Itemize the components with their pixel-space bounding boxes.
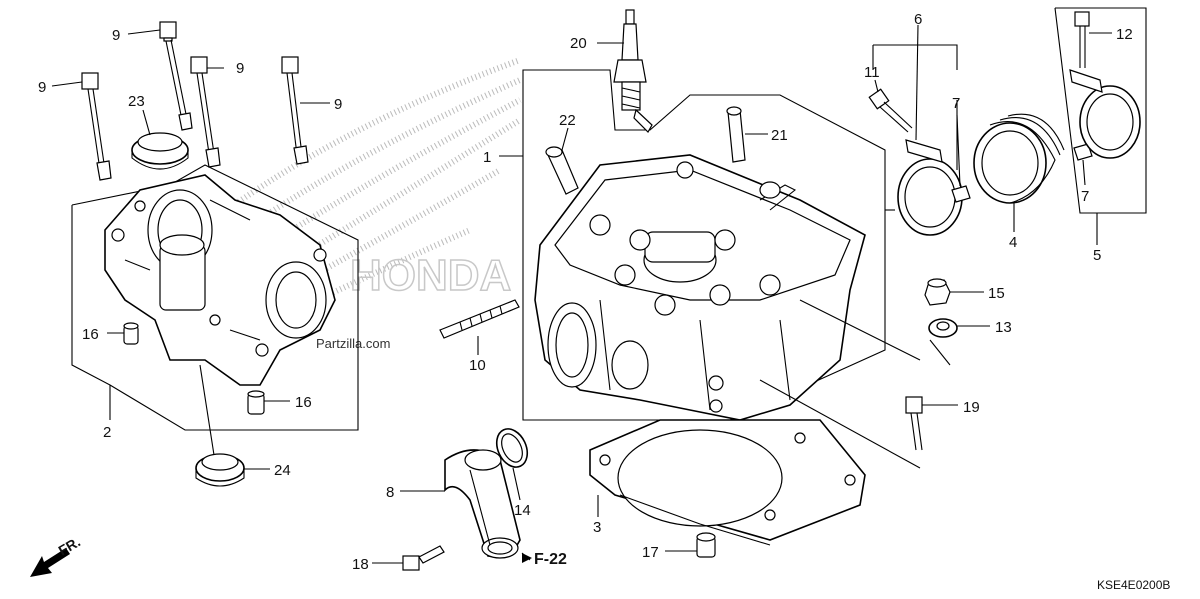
callout-6: 6 — [914, 11, 922, 28]
valve-guide-part-22 — [545, 146, 579, 195]
bolt-part-19 — [905, 396, 923, 451]
watermark-text: Partzilla.com — [316, 336, 390, 351]
callout-9-a: 9 — [112, 27, 120, 44]
callout-leaders — [51, 24, 1112, 564]
dowel-part-16-b — [247, 390, 265, 415]
bolt-part-11 — [868, 88, 913, 133]
bolt-part-9-c — [281, 56, 309, 165]
callout-20: 20 — [570, 35, 587, 52]
band-clamp-part-6 — [897, 139, 963, 236]
callout-4: 4 — [1009, 234, 1017, 251]
bolt-part-18 — [402, 545, 445, 571]
seal-part-24 — [195, 453, 245, 487]
callout-8: 8 — [386, 484, 394, 501]
insulator-part-4 — [973, 113, 1065, 204]
dowel-part-16-a — [123, 322, 139, 345]
callout-9-d: 9 — [334, 96, 342, 113]
band-clamp-part-5 — [1069, 69, 1141, 159]
cylinder-head-part-1 — [534, 154, 866, 421]
callout-15: 15 — [988, 285, 1005, 302]
nut-part-7-b — [1073, 143, 1093, 161]
callout-14: 14 — [514, 502, 531, 519]
callout-22: 22 — [559, 112, 576, 129]
reference-label: F-22 — [534, 551, 567, 568]
callout-10: 10 — [469, 357, 486, 374]
callout-9-c: 9 — [38, 79, 46, 96]
callout-3: 3 — [593, 519, 601, 536]
callout-2: 2 — [103, 424, 111, 441]
callout-11: 11 — [864, 64, 880, 81]
callout-18: 18 — [352, 556, 369, 573]
camshaft-holder-part-2 — [104, 174, 336, 386]
water-pipe-part-8 — [444, 449, 521, 559]
spark-plug-part-20 — [613, 9, 653, 133]
callout-24: 24 — [274, 462, 291, 479]
callout-7-b: 7 — [1081, 188, 1089, 205]
nut-part-7-a — [951, 185, 971, 203]
stud-part-10 — [439, 299, 520, 339]
bracket-part-2 — [71, 164, 359, 431]
callout-21: 21 — [771, 127, 788, 144]
cap-nut-part-15 — [924, 278, 951, 306]
bracket-part-6 — [872, 44, 958, 170]
washer-part-13 — [928, 318, 958, 338]
bolt-part-9-a — [159, 21, 193, 131]
diagram-code: KSE4E0200B — [1097, 578, 1170, 592]
callout-13: 13 — [995, 319, 1012, 336]
bracket-part-5 — [1054, 7, 1147, 214]
bolt-part-9-d — [81, 72, 112, 181]
dowel-part-17 — [696, 532, 716, 558]
reference-arrow — [522, 553, 532, 563]
front-direction-arrow: FR. — [30, 533, 83, 577]
callout-16-a: 16 — [82, 326, 99, 343]
callout-5: 5 — [1093, 247, 1101, 264]
watermark-honda-text: HONDA — [350, 251, 511, 300]
callout-19: 19 — [963, 399, 980, 416]
callout-7-a: 7 — [952, 95, 960, 112]
valve-guide-part-21 — [726, 106, 746, 163]
callout-16-b: 16 — [295, 394, 312, 411]
o-ring-part-14 — [495, 428, 529, 468]
callout-23: 23 — [128, 93, 145, 110]
callout-9-b: 9 — [236, 60, 244, 77]
bolt-part-9-b — [190, 56, 221, 168]
callout-1: 1 — [483, 149, 491, 166]
bolt-part-12 — [1074, 11, 1090, 68]
seal-part-23 — [131, 132, 189, 170]
callout-17: 17 — [642, 544, 659, 561]
gasket-part-3 — [589, 419, 866, 546]
callout-12: 12 — [1116, 26, 1133, 43]
